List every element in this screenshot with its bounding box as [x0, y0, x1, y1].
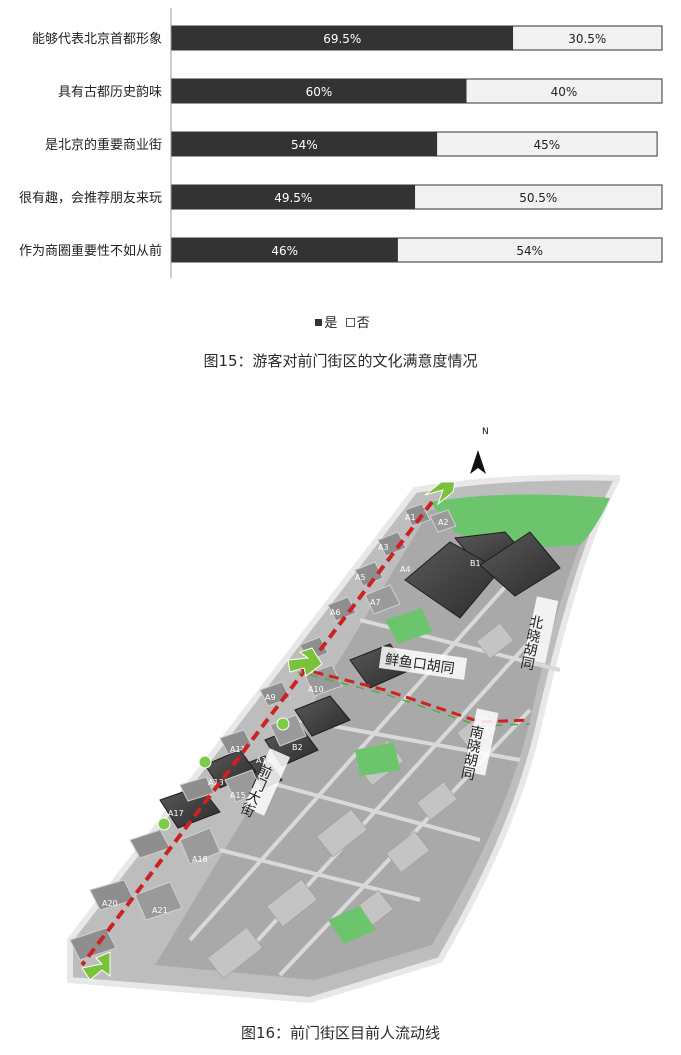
block-label: A20: [102, 899, 118, 908]
legend-swatch-no: [345, 318, 355, 327]
block-label: A21: [152, 906, 168, 915]
block-label: A2: [438, 518, 449, 527]
bar-data-label: 69.5%: [323, 32, 361, 46]
bar-data-label: 54%: [516, 244, 543, 258]
bar-no: [414, 184, 663, 210]
flow-line-main-street: [80, 500, 434, 967]
bar-data-label: 40%: [551, 85, 578, 99]
block-label: A3: [378, 543, 389, 552]
bar-data-label: 50.5%: [519, 191, 557, 205]
block-label: A4: [400, 565, 411, 574]
flow-line-xianyu: [297, 666, 531, 724]
flow-nodes: [157, 717, 290, 831]
satisfaction-bar-chart: 能够代表北京首都形象 69.5% 30.5% 具有古都历史韵味 60% 40% 是北京的重要…: [19, 8, 663, 278]
bar-yes: [171, 78, 467, 104]
block-label: A13: [208, 778, 224, 787]
flow-line-xianyu-green: [297, 671, 531, 727]
block-label: A7: [370, 598, 381, 607]
north-arrow-icon: N: [470, 427, 489, 474]
qianmen-flow-map: A1 A2 A3 A4 A5 A6 A7 A8 A9 A10 A11 A13 A…: [67, 427, 620, 1004]
legend-swatch-yes: [315, 319, 323, 326]
arrow-right-icon: [287, 647, 323, 677]
legend-label-yes: 是: [324, 316, 338, 331]
figure-16-caption: 图16：前门街区目前人流动线: [240, 1024, 441, 1042]
block-label: B1: [470, 559, 481, 568]
block-label: A14: [256, 756, 272, 765]
block-label: A1: [405, 513, 416, 522]
bar-no: [512, 25, 663, 51]
entry-arrow-icons: [81, 481, 456, 981]
svg-text:N: N: [482, 427, 489, 437]
chart-legend: 是 否: [0, 312, 681, 331]
block-label: B2: [292, 743, 303, 752]
block-label: A9: [265, 693, 276, 702]
category-label: 作为商圈重要性不如从前: [19, 243, 162, 259]
arrow-down-left-icon: [424, 481, 456, 506]
front-street-blocks: [69, 503, 431, 961]
block-label: A5: [355, 573, 366, 582]
bar-no: [396, 237, 663, 263]
block-label: A17: [168, 809, 184, 818]
bar-data-label: 30.5%: [568, 32, 606, 46]
bar-yes: [171, 237, 398, 263]
category-label: 能够代表北京首都形象: [32, 32, 162, 47]
figure-15-caption: 图15：游客对前门街区的文化满意度情况: [203, 352, 478, 370]
bar-no: [465, 78, 663, 104]
arrow-up-right-icon: [81, 951, 111, 981]
bar-no: [436, 131, 658, 157]
block-label: A11: [230, 745, 246, 754]
block-label: A6: [330, 608, 341, 617]
bar-data-label: 60%: [306, 85, 333, 99]
bar-data-label: 54%: [291, 138, 318, 152]
block-label: A18: [192, 855, 208, 864]
category-label: 是北京的重要商业街: [45, 137, 162, 153]
block-label: A15: [230, 791, 246, 800]
category-label: 具有古都历史韵味: [58, 85, 162, 100]
category-label: 很有趣，会推荐朋友来玩: [19, 190, 162, 206]
legend-label-no: 否: [356, 316, 370, 331]
bar-data-label: 46%: [271, 244, 298, 258]
block-label: A10: [308, 685, 324, 694]
bar-data-label: 45%: [534, 138, 561, 152]
bar-data-label: 49.5%: [274, 191, 312, 205]
